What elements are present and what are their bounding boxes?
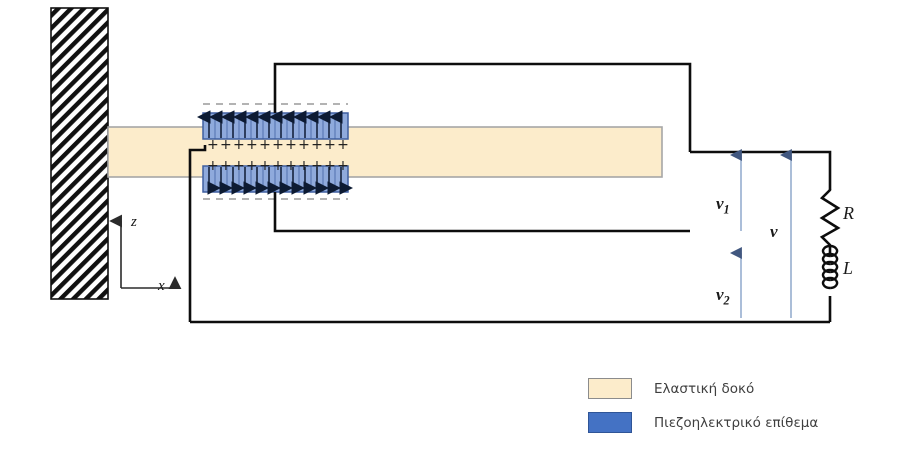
charge-plus: + xyxy=(324,158,336,174)
charge-plus: + xyxy=(311,158,323,174)
dashed-reference-lines xyxy=(203,103,348,200)
fixed-wall xyxy=(50,7,109,300)
charge-plus: + xyxy=(259,158,271,174)
charge-plus: + xyxy=(207,137,219,153)
legend-label-elastic-beam: Ελαστική δοκό xyxy=(654,380,755,397)
charge-plus: + xyxy=(220,158,232,174)
charge-plus: + xyxy=(220,137,232,153)
charge-plus: + xyxy=(298,137,310,153)
charge-plus: + xyxy=(337,158,349,174)
polarization-arrows-top xyxy=(197,110,343,138)
axis-label-z: z xyxy=(131,214,137,230)
label-L: L xyxy=(843,258,854,278)
charge-plus: + xyxy=(207,158,219,174)
resistor-R xyxy=(819,188,841,247)
label-v2: v2 xyxy=(716,285,730,308)
charge-plus: + xyxy=(233,158,245,174)
charge-plus: + xyxy=(246,158,258,174)
legend-item-elastic-beam: Ελαστική δοκό xyxy=(588,378,818,399)
polarization-arrows-bottom xyxy=(207,167,353,195)
charge-plus: + xyxy=(337,137,349,153)
inductor-L xyxy=(821,244,839,290)
label-v: v xyxy=(770,222,778,241)
charge-plus: + xyxy=(298,158,310,174)
charge-plus: + xyxy=(272,137,284,153)
charge-plus: + xyxy=(272,158,284,174)
legend-swatch-elastic-beam xyxy=(588,378,632,399)
charge-plus: + xyxy=(233,137,245,153)
label-v1: v1 xyxy=(716,194,730,217)
legend-label-piezoelectric-patch: Πιεζοηλεκτρικό επίθεμα xyxy=(654,414,819,431)
charge-plus: + xyxy=(246,137,258,153)
elastic-beam xyxy=(107,126,663,178)
legend-swatch-piezoelectric-patch xyxy=(588,412,632,433)
label-R: R xyxy=(843,203,854,223)
piezo-patch-top xyxy=(197,110,349,140)
coordinate-axes xyxy=(109,214,182,289)
charge-plus: + xyxy=(324,137,336,153)
voltage-arrows xyxy=(729,149,792,318)
axis-label-x: x xyxy=(158,278,165,294)
circuit-wiring xyxy=(188,62,832,324)
charge-plus: + xyxy=(259,137,271,153)
legend-item-piezoelectric-patch: Πιεζοηλεκτρικό επίθεμα xyxy=(588,412,818,433)
charge-plus: + xyxy=(285,137,297,153)
charge-plus: + xyxy=(311,137,323,153)
charge-plus: + xyxy=(285,158,297,174)
legend: Ελαστική δοκό Πιεζοηλεκτρικό επίθεμα xyxy=(588,378,818,433)
charge-row-upper: + + + + + + + + + + + xyxy=(207,137,349,153)
charge-row-lower: + + + + + + + + + + + xyxy=(207,158,349,174)
